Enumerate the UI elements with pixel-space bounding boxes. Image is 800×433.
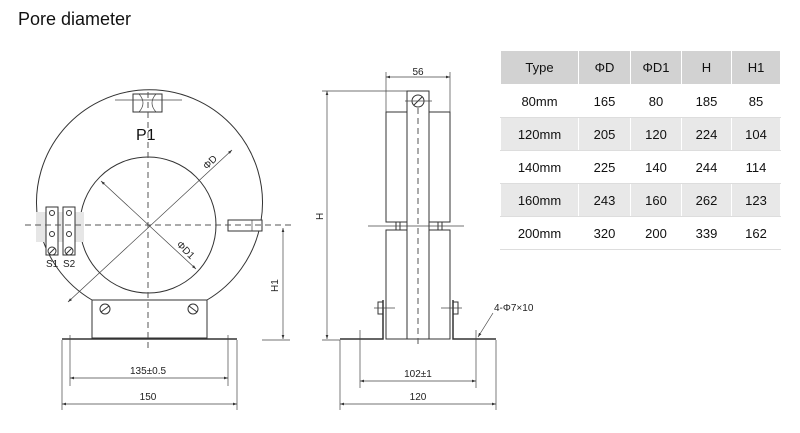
table-cell: 205 <box>578 117 631 151</box>
dim-135: 135±0.5 <box>130 366 167 377</box>
mounting-bracket <box>91 299 208 339</box>
table-cell: 262 <box>681 183 732 217</box>
table-cell: 80 <box>630 84 682 118</box>
front-view: S1 S2 P1 ΦD ΦD1 H1 135±0.5 150 <box>25 89 292 410</box>
table-cell: 243 <box>578 183 631 217</box>
header-od: ΦD <box>578 50 631 85</box>
dim-150: 150 <box>140 392 157 403</box>
table-cell: 120 <box>630 117 682 151</box>
table-cell: 339 <box>681 216 732 250</box>
dim-120: 120 <box>410 392 427 403</box>
table-cell: 104 <box>731 117 781 151</box>
page-title: Pore diameter <box>18 9 132 29</box>
label-h: H <box>315 213 326 220</box>
label-h1: H1 <box>270 279 281 292</box>
header-h1: H1 <box>731 50 781 85</box>
table-header-row: Type ΦD ΦD1 H H1 <box>500 50 781 85</box>
table-cell: 224 <box>681 117 732 151</box>
header-type: Type <box>500 50 579 85</box>
table-cell: 200 <box>630 216 682 250</box>
table-cell: 200mm <box>500 216 579 250</box>
header-od1: ΦD1 <box>630 50 682 85</box>
table-cell: 85 <box>731 84 781 118</box>
table-cell: 114 <box>731 150 781 184</box>
table-cell: 123 <box>731 183 781 217</box>
hole-note: 4-Φ7×10 <box>494 303 534 314</box>
label-s2: S2 <box>63 259 76 270</box>
table-cell: 80mm <box>500 84 579 118</box>
table-cell: 160 <box>630 183 682 217</box>
table-cell: 165 <box>578 84 631 118</box>
table-cell: 162 <box>731 216 781 250</box>
label-p1: P1 <box>136 127 156 144</box>
header-h: H <box>681 50 732 85</box>
side-view: 56 H 102±1 120 4-Φ7×10 <box>315 67 534 410</box>
table-cell: 140mm <box>500 150 579 184</box>
table-cell: 225 <box>578 150 631 184</box>
table-cell: 185 <box>681 84 732 118</box>
dim-56: 56 <box>412 67 424 78</box>
table-cell: 320 <box>578 216 631 250</box>
table-cell: 120mm <box>500 117 579 151</box>
table-cell: 244 <box>681 150 732 184</box>
label-s1: S1 <box>46 259 59 270</box>
table-cell: 160mm <box>500 183 579 217</box>
dim-102: 102±1 <box>404 369 432 380</box>
table-cell: 140 <box>630 150 682 184</box>
